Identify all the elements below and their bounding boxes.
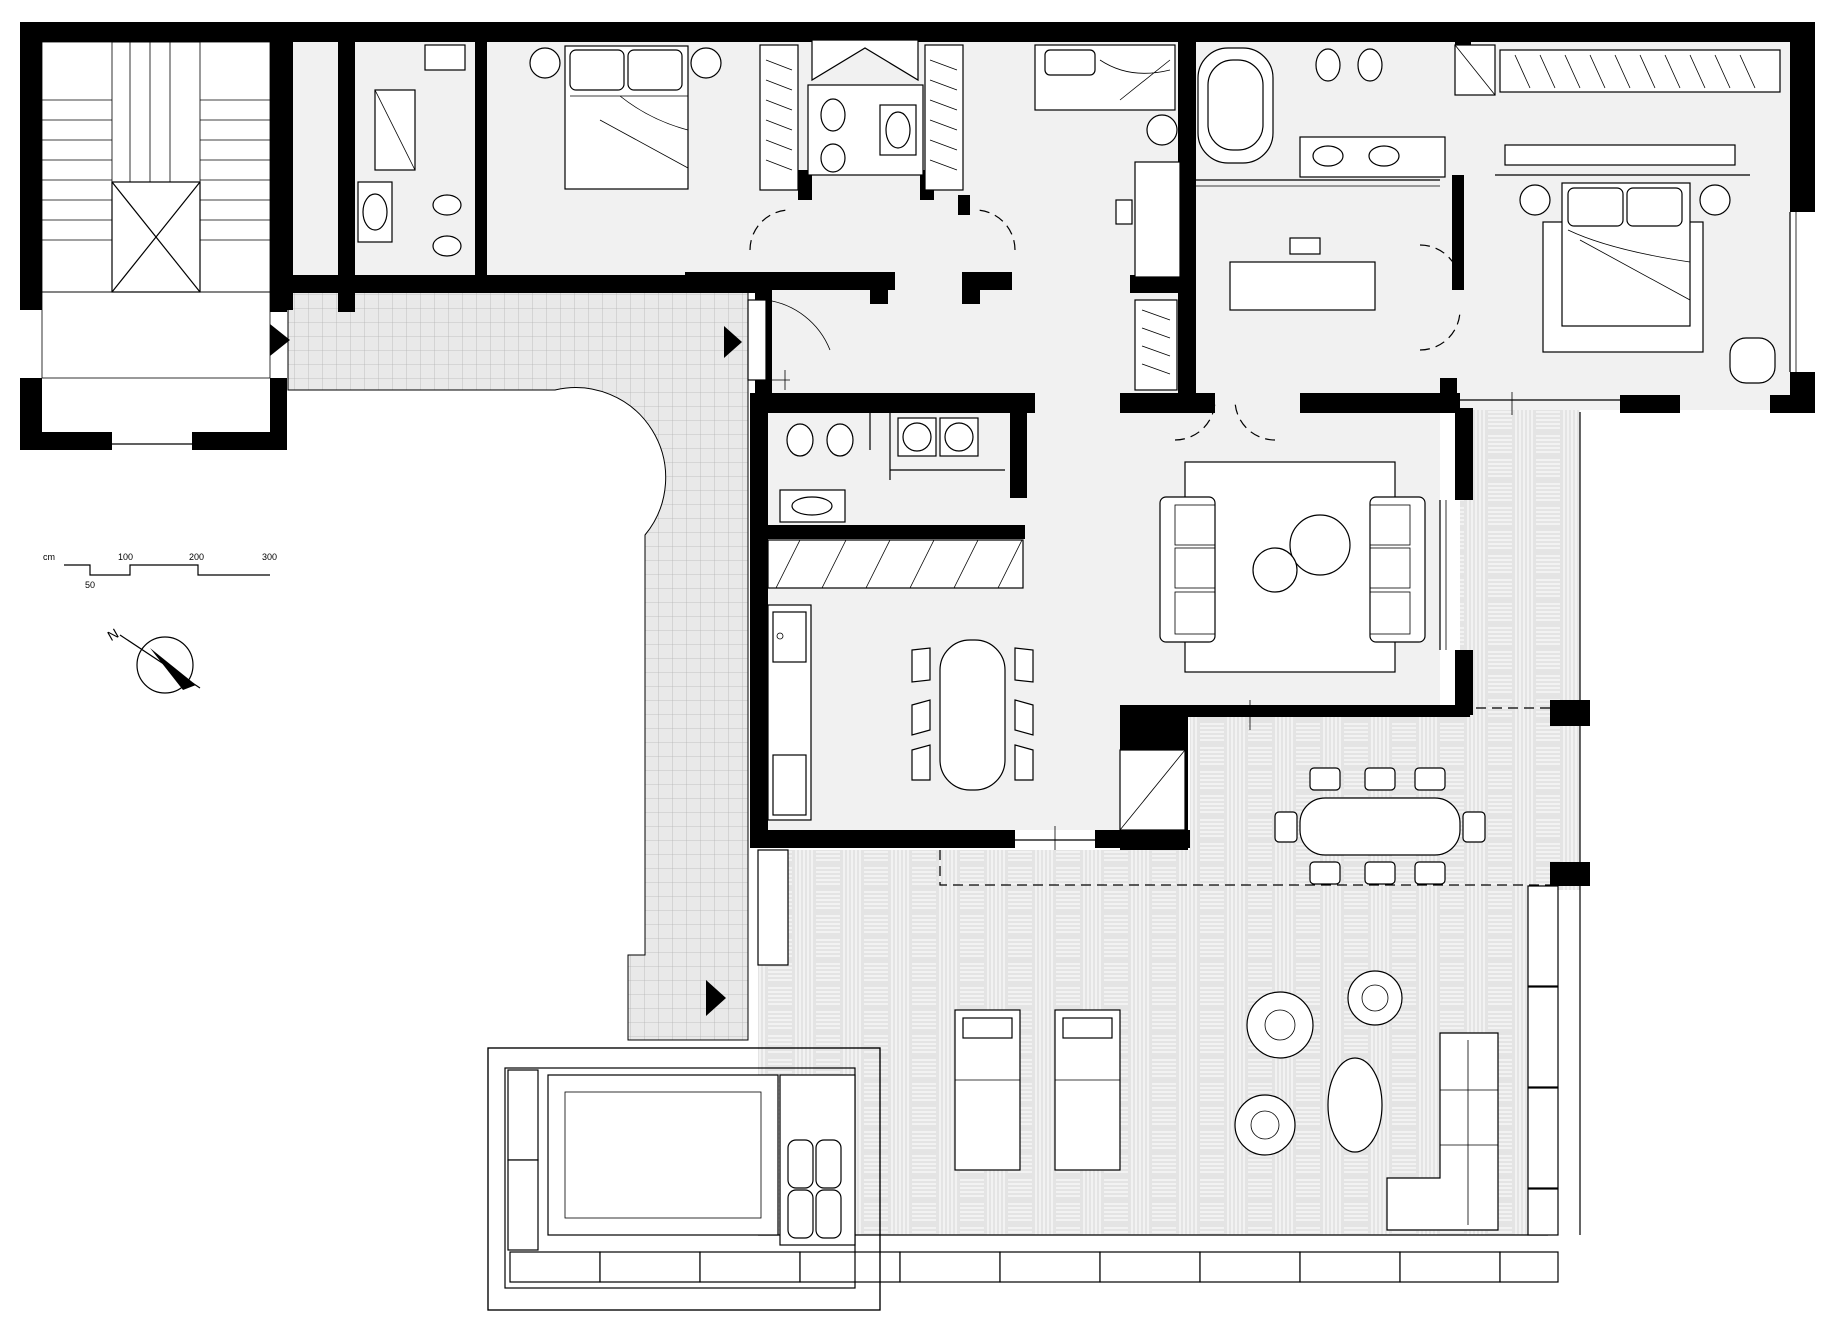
windows bbox=[975, 29, 1620, 850]
coffee-table bbox=[1289, 514, 1351, 576]
walls bbox=[20, 22, 1815, 886]
living-room bbox=[1159, 399, 1447, 673]
pool-area bbox=[487, 1047, 881, 1311]
north-label: N bbox=[105, 625, 122, 644]
armchair bbox=[1729, 337, 1776, 384]
master-bedroom bbox=[1454, 44, 1797, 384]
laundry bbox=[889, 412, 1005, 480]
sofa-left bbox=[1159, 496, 1216, 643]
corner-sofa bbox=[1386, 1032, 1499, 1231]
storage-closet bbox=[1119, 749, 1186, 831]
kitchen bbox=[767, 539, 1024, 821]
bathroom-left bbox=[357, 44, 479, 268]
scale-unit: cm bbox=[43, 552, 55, 562]
outdoor-lounge bbox=[1234, 970, 1499, 1231]
walk-in-wardrobe bbox=[1499, 49, 1781, 93]
desk bbox=[1229, 261, 1376, 311]
entry-arrow-icon bbox=[724, 326, 742, 358]
sun-loungers bbox=[954, 1009, 1121, 1171]
bathroom-center bbox=[807, 39, 924, 176]
entry-door bbox=[747, 299, 831, 390]
scale-tick-50: 50 bbox=[85, 580, 95, 590]
staircase bbox=[41, 41, 271, 445]
entry-markers bbox=[270, 324, 742, 1016]
guest-bathroom bbox=[779, 410, 871, 523]
planters bbox=[507, 849, 1559, 1283]
scale-bar: cm 50 100 200 300 bbox=[43, 552, 277, 590]
sofa-right bbox=[1369, 496, 1426, 643]
coffee-table bbox=[1327, 1057, 1383, 1153]
cooktop bbox=[772, 754, 807, 816]
pool bbox=[547, 1074, 779, 1236]
bedroom-left bbox=[529, 45, 722, 190]
terrace-deck bbox=[758, 410, 1580, 1235]
entry-arrow-icon bbox=[706, 980, 726, 1016]
sink bbox=[772, 611, 807, 663]
north-arrow-icon bbox=[150, 648, 196, 690]
bedroom-center bbox=[1034, 44, 1181, 278]
outdoor-dining bbox=[1274, 767, 1486, 885]
study bbox=[1229, 237, 1461, 351]
scale-tick-200: 200 bbox=[189, 552, 204, 562]
entry-arrow-icon bbox=[270, 324, 290, 356]
scale-tick-300: 300 bbox=[262, 552, 277, 562]
wardrobes-center bbox=[749, 44, 1016, 251]
dining-table bbox=[911, 639, 1034, 791]
headboard bbox=[1504, 144, 1736, 166]
master-bathroom bbox=[1190, 47, 1446, 187]
compass: N bbox=[105, 625, 201, 694]
tiled-walkway bbox=[287, 291, 749, 1041]
desk bbox=[1134, 161, 1181, 278]
corridor-wardrobe bbox=[1134, 299, 1178, 391]
scale-tick-100: 100 bbox=[118, 552, 133, 562]
